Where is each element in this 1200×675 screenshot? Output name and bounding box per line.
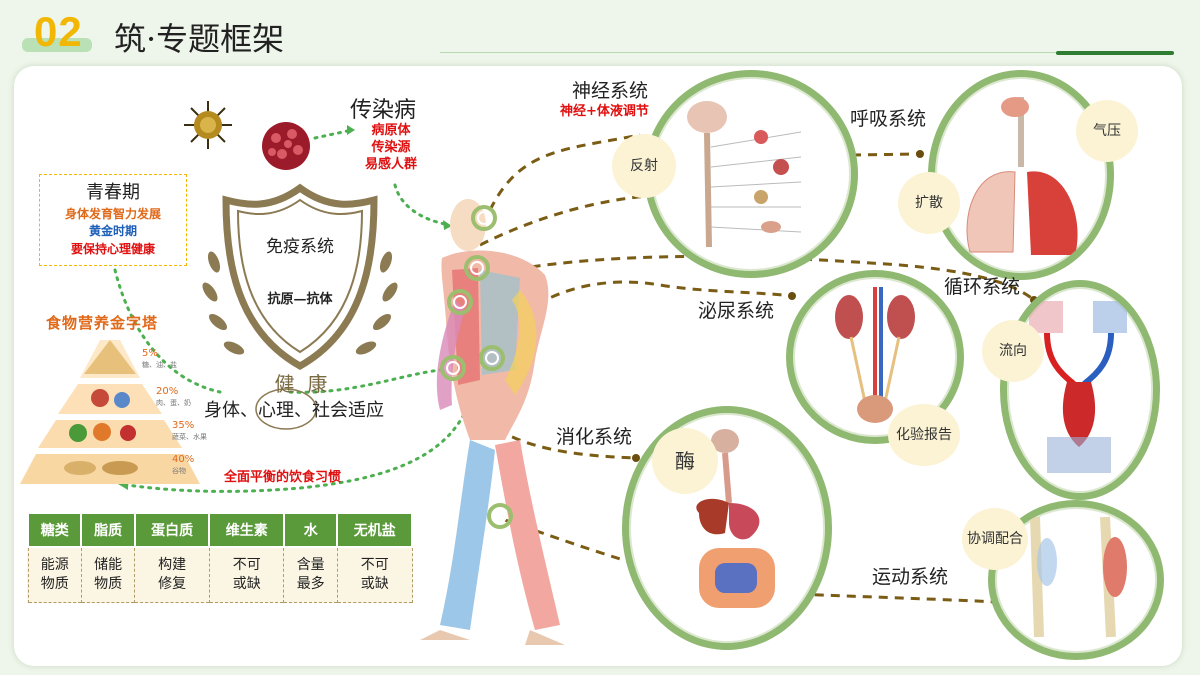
- table-header: 无机盐: [336, 512, 413, 548]
- infectious-items: 病原体 传染源 易感人群: [360, 123, 422, 174]
- pyramid-level: 35% 蔬菜、水果: [172, 420, 207, 442]
- puberty-line: 要保持心理健康: [70, 241, 155, 256]
- nervous-subtitle: 神经+体液调节: [560, 104, 649, 119]
- health-title: 健 康: [274, 372, 328, 396]
- nervous-illustration: [644, 70, 858, 278]
- respiratory-connector: [851, 152, 921, 157]
- nervous-tag: 反射: [612, 134, 676, 198]
- infection-to-body: [393, 183, 452, 227]
- pyramid-percent: 35%: [172, 420, 195, 431]
- nutrients-table: 糖类 脂质 蛋白质 维生素 水 无机盐 能源物质 储能物质 构建修复 不可或缺 …: [26, 512, 413, 603]
- infection-link: [313, 128, 354, 140]
- table-header: 水: [282, 512, 339, 548]
- pyramid-percent: 20%: [156, 386, 179, 397]
- pyramid-desc: 糖、油、盐: [142, 361, 177, 369]
- section-number: 02: [22, 8, 92, 55]
- respiratory-illustration: [928, 70, 1114, 280]
- puberty-line: 身体发育智力发展: [64, 207, 161, 221]
- header-divider: [440, 52, 1080, 53]
- motor-title: 运动系统: [872, 566, 949, 588]
- circulatory-title: 循环系统: [944, 276, 1021, 298]
- pathogen-icon: [262, 122, 310, 170]
- shield-icon: [202, 183, 398, 371]
- puberty-box: [39, 174, 187, 266]
- infectious-title: 传染病: [350, 98, 417, 123]
- puberty-title: 青春期: [86, 182, 140, 203]
- psychology-highlight: [255, 388, 317, 430]
- urinary-illustration: [786, 270, 964, 444]
- diet-to-pyramid: [118, 398, 472, 493]
- table-row: 能源物质 储能物质 构建修复 不可或缺 含量最多 不可或缺: [27, 547, 413, 603]
- puberty-to-health: [113, 268, 222, 394]
- motor-tag: 协调配合: [962, 508, 1028, 570]
- kidneys-graphic: [835, 287, 915, 423]
- urinary-tag: 化验报告: [888, 404, 960, 466]
- heart-circulation-graphic: [1029, 301, 1127, 473]
- pyramid-percent: 40%: [172, 454, 195, 465]
- digestive-tag: 酶: [652, 428, 718, 494]
- digestive-graphic: [696, 429, 775, 608]
- arm-muscle-graphic: [1030, 516, 1127, 638]
- urinary-title: 泌尿系统: [698, 300, 775, 322]
- table-header: 维生素: [208, 512, 285, 548]
- digestive-title: 消化系统: [556, 426, 633, 448]
- pyramid-percent: 5%: [142, 348, 158, 359]
- circulatory-illustration: [1000, 280, 1160, 500]
- pyramid-level: 20% 肉、蛋、奶: [156, 386, 191, 408]
- puberty-line: 黄金时期: [88, 224, 137, 239]
- table-cell: 构建修复: [134, 547, 210, 603]
- nervous-system-graphic: [687, 101, 802, 248]
- pyramid-level: 5% 糖、油、盐: [142, 348, 177, 370]
- table-header: 糖类: [26, 512, 83, 548]
- table-header: 脂质: [80, 512, 136, 548]
- respiratory-title: 呼吸系统: [850, 108, 927, 130]
- table-cell: 不可或缺: [336, 547, 413, 603]
- health-to-body: [288, 368, 442, 394]
- respiratory-tag-pressure: 气压: [1076, 100, 1138, 162]
- digestive-illustration: [622, 406, 832, 650]
- circulatory-tag: 流向: [982, 320, 1044, 382]
- immune-subtitle: 抗原—抗体: [267, 292, 333, 307]
- pyramid-desc: 蔬菜、水果: [172, 433, 207, 441]
- food-pyramid-graphic: [20, 340, 200, 484]
- page-title: 筑·专题框架: [114, 20, 285, 58]
- virus-icon: [184, 101, 232, 149]
- table-cell: 含量最多: [283, 547, 338, 603]
- nervous-connector: [488, 133, 641, 211]
- table-cell: 不可或缺: [208, 547, 285, 603]
- lungs-graphic: [966, 97, 1078, 255]
- diet-note: 全面平衡的饮食习惯: [224, 470, 342, 485]
- respiratory-tag-diffusion: 扩散: [898, 172, 960, 234]
- header-accent-bar: [1056, 51, 1174, 55]
- pyramid-desc: 肉、蛋、奶: [156, 399, 191, 407]
- motor-connector: [504, 518, 997, 604]
- infectious-item: 传染源: [371, 139, 411, 155]
- nervous-connector-2: [479, 194, 649, 247]
- table-cell: 能源物质: [27, 547, 82, 603]
- pyramid-desc: 谷物: [172, 467, 186, 475]
- pyramid-title: 食物营养金字塔: [46, 314, 159, 332]
- human-body-figure: [420, 199, 565, 645]
- nervous-title: 神经系统: [572, 80, 649, 102]
- table-header: 蛋白质: [133, 512, 211, 548]
- infectious-item: 易感人群: [364, 156, 417, 172]
- immune-title: 免疫系统: [266, 237, 334, 257]
- table-header-row: 糖类 脂质 蛋白质 维生素 水 无机盐: [26, 512, 413, 548]
- pyramid-level: 40% 谷物: [172, 454, 194, 476]
- health-line: 身体、心理、社会适应: [204, 400, 384, 421]
- puberty-lines: 身体发育智力发展 黄金时期 要保持心理健康: [39, 206, 187, 258]
- table-cell: 储能物质: [80, 547, 136, 603]
- infectious-item: 病原体: [371, 123, 411, 138]
